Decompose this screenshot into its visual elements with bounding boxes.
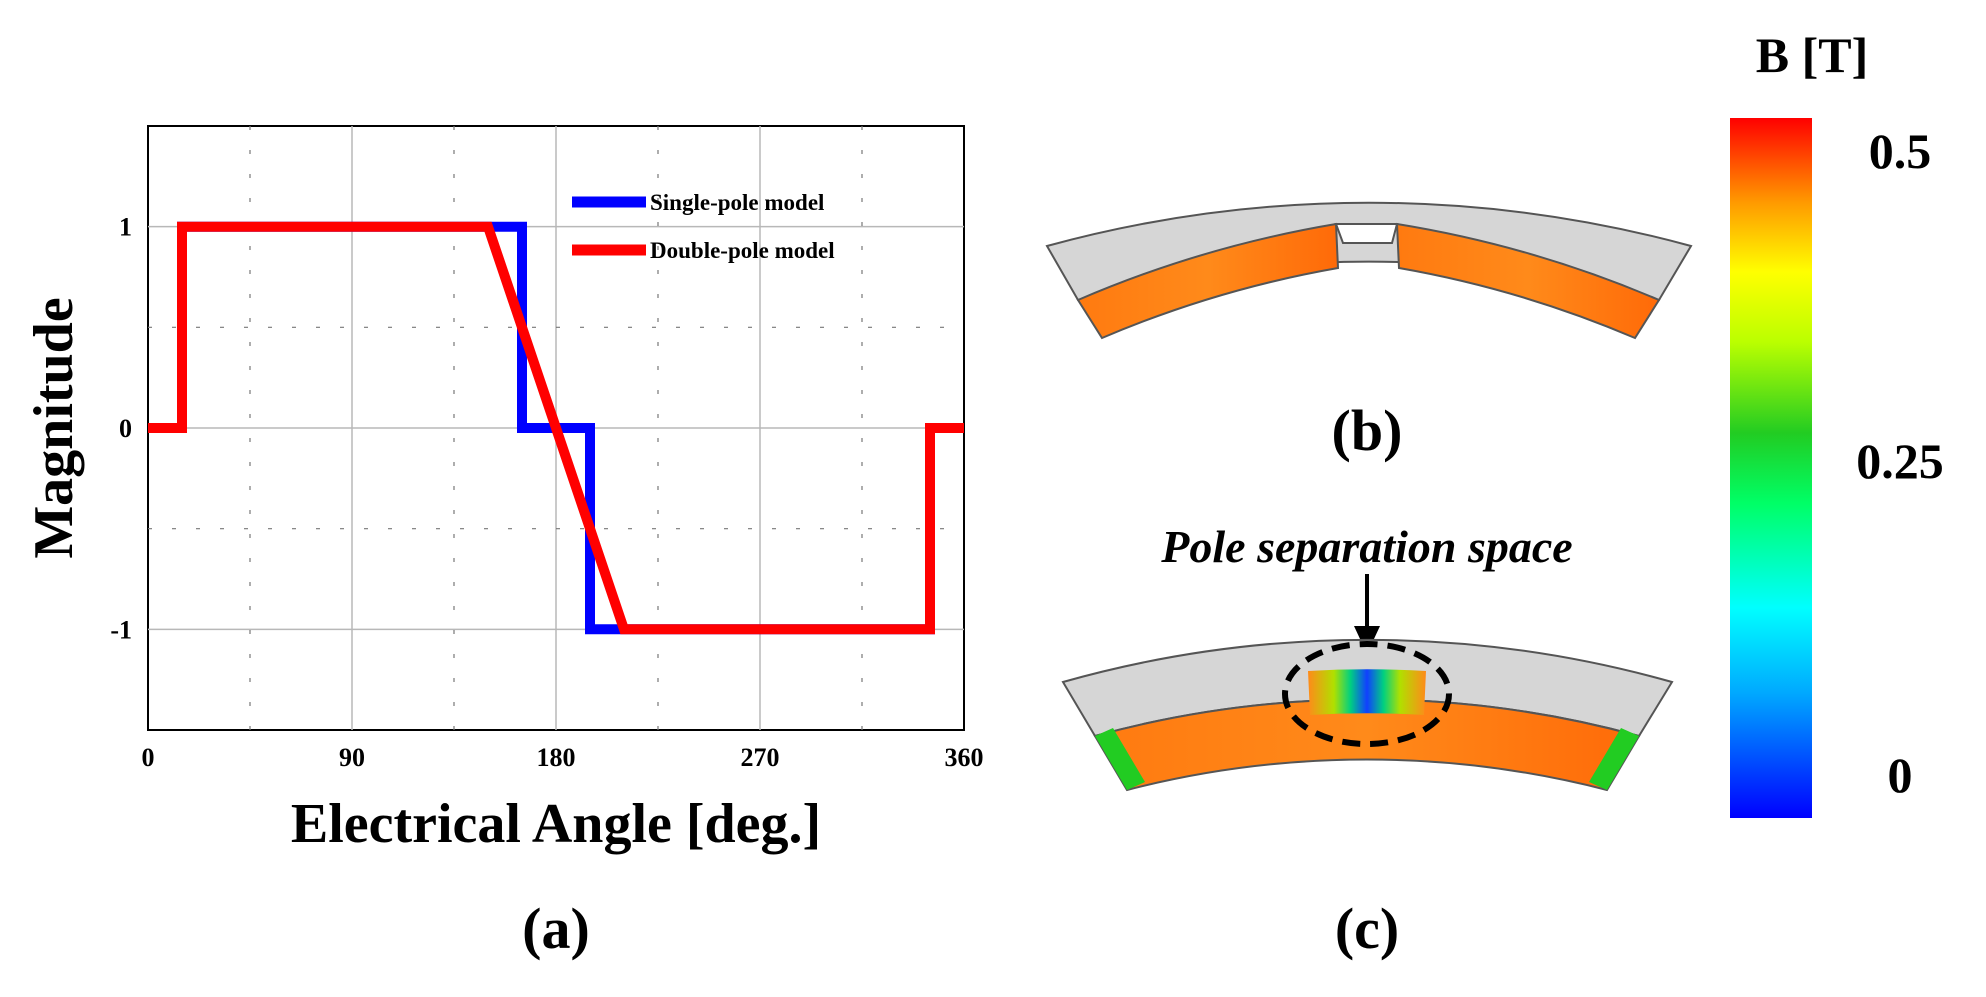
pole-separation-zone: [1308, 669, 1426, 715]
x-tick-label: 360: [945, 743, 984, 772]
x-tick-label: 180: [537, 743, 576, 772]
panel-label-c: (c): [1335, 896, 1399, 961]
tick-labels: 0 90 180 270 360 1 0 -1: [110, 213, 983, 772]
series-layer: [148, 221, 964, 635]
x-tick-label: 90: [339, 743, 365, 772]
y-axis-label: Magnitude: [23, 297, 85, 558]
colorbar-title: B [T]: [1756, 27, 1869, 83]
colorbar-gradient: [1730, 118, 1812, 818]
x-tick-label: 0: [142, 743, 155, 772]
pole-separation-marker: [1282, 641, 1452, 747]
colorbar: B [T] 0.5 0.25 0: [1730, 27, 1944, 818]
y-tick-label: 0: [119, 414, 132, 443]
panel-label-b: (b): [1332, 398, 1403, 463]
x-tick-label: 270: [741, 743, 780, 772]
x-axis-label: Electrical Angle [deg.]: [291, 793, 821, 855]
y-tick-label: -1: [110, 615, 132, 644]
field-map-single-pole: (b): [1045, 201, 1693, 463]
legend: Single-pole model Double-pole model: [572, 190, 835, 263]
legend-label-single-pole: Single-pole model: [650, 190, 824, 215]
magnetization-chart: 0 90 180 270 360 1 0 -1 Single-pole model Doubl…: [23, 125, 984, 961]
magnet-left-b: [1076, 222, 1340, 340]
colorbar-tick-min: 0: [1888, 747, 1913, 803]
magnet-end-right-c: [1589, 728, 1639, 790]
pole-gap-b: [1334, 223, 1399, 244]
panel-label-a: (a): [522, 896, 590, 961]
annotation-pole-separation: Pole separation space: [1160, 521, 1572, 572]
y-tick-label: 1: [119, 213, 132, 242]
magnet-right-b: [1395, 222, 1661, 340]
colorbar-tick-mid: 0.25: [1856, 433, 1944, 489]
series-line-double-pole: [148, 221, 964, 635]
magnet-end-left-c: [1095, 728, 1145, 790]
colorbar-tick-max: 0.5: [1869, 123, 1932, 179]
legend-label-double-pole: Double-pole model: [650, 238, 835, 263]
field-map-double-pole: Pole separation space (c): [1061, 521, 1674, 961]
